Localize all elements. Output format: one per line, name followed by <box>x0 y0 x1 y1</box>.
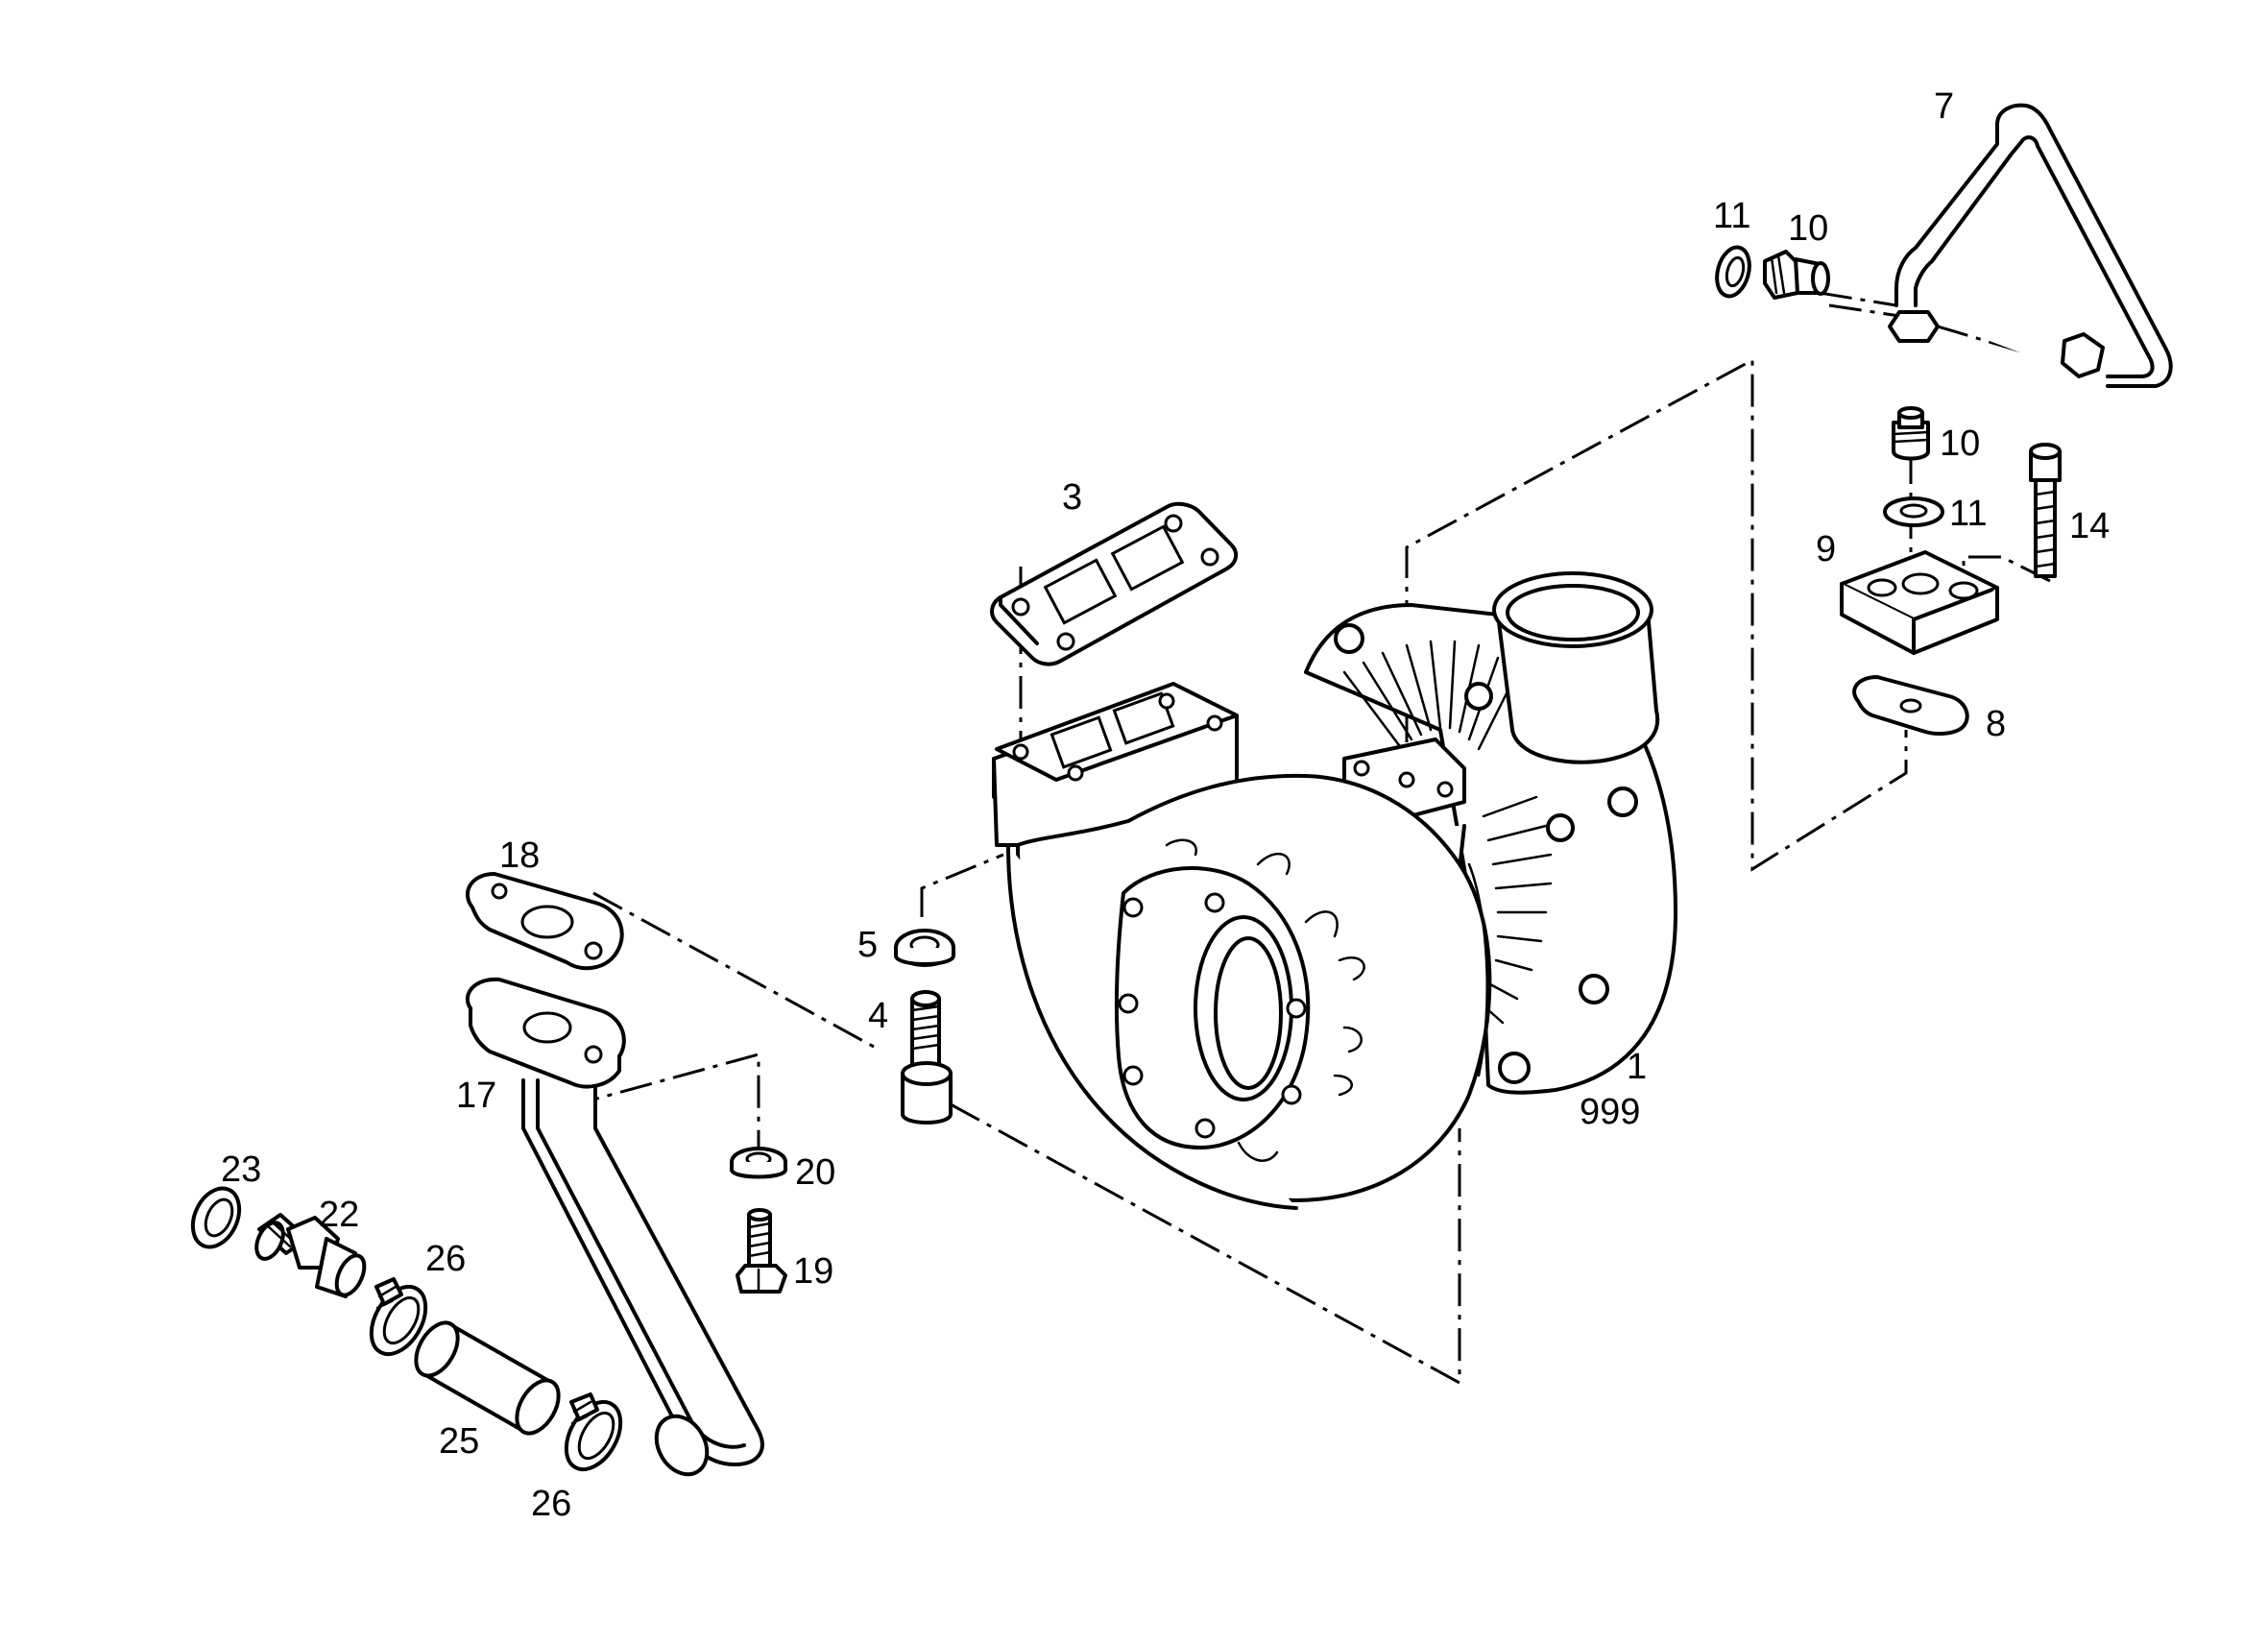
callout-8: 8 <box>1986 704 2006 744</box>
callout-labels: 1 999 3 5 4 7 11 10 10 11 14 9 8 18 17 2… <box>221 86 2110 1524</box>
callout-999: 999 <box>1580 1092 1640 1132</box>
connector-part-22 <box>254 1213 367 1298</box>
callout-11-lower: 11 <box>1949 494 1987 534</box>
callout-3: 3 <box>1062 477 1082 518</box>
seal-ring-part-23 <box>190 1186 242 1249</box>
washer-part-20 <box>730 1147 787 1179</box>
seal-ring-part-11-top <box>1715 245 1751 299</box>
callout-10-top: 10 <box>1788 208 1828 249</box>
fitting-part-10-lower <box>1892 406 1930 461</box>
oil-return-pipe-part-17 <box>465 977 764 1477</box>
callout-26-upper: 26 <box>425 1239 466 1279</box>
callout-7: 7 <box>1934 86 1954 127</box>
callout-17: 17 <box>456 1076 496 1116</box>
capscrew-part-4 <box>901 990 953 1125</box>
callout-18: 18 <box>499 835 540 876</box>
hose-clamp-part-26-lower <box>564 1392 623 1472</box>
callout-10-lower: 10 <box>1940 423 1980 464</box>
callout-11-top: 11 <box>1713 196 1750 236</box>
screw-part-14 <box>2029 443 2062 578</box>
callout-5: 5 <box>857 925 878 965</box>
callout-4: 4 <box>868 996 888 1036</box>
callout-14: 14 <box>2069 506 2110 546</box>
hose-part-25 <box>414 1320 561 1436</box>
gasket-part-3 <box>990 501 1239 666</box>
callout-22: 22 <box>319 1195 359 1235</box>
oil-feed-tube-part-7 <box>1888 103 2173 388</box>
adapter-block-part-9 <box>1840 550 1999 655</box>
callout-23: 23 <box>221 1149 261 1190</box>
callout-9: 9 <box>1816 529 1836 569</box>
callout-26-lower: 26 <box>531 1484 571 1524</box>
callout-1: 1 <box>1627 1047 1647 1087</box>
fitting-part-10-top <box>1763 250 1830 300</box>
hose-clamp-part-26-upper <box>369 1277 428 1357</box>
turbocharger-part-1 <box>992 571 1677 1210</box>
gasket-part-18 <box>466 872 624 971</box>
gasket-part-8 <box>1852 675 1969 737</box>
callout-20: 20 <box>795 1152 835 1193</box>
seal-ring-part-11-lower <box>1883 496 1944 527</box>
callout-25: 25 <box>439 1421 479 1462</box>
bolt-part-19 <box>736 1208 787 1294</box>
callout-19: 19 <box>793 1251 833 1292</box>
washer-part-5 <box>894 929 955 967</box>
